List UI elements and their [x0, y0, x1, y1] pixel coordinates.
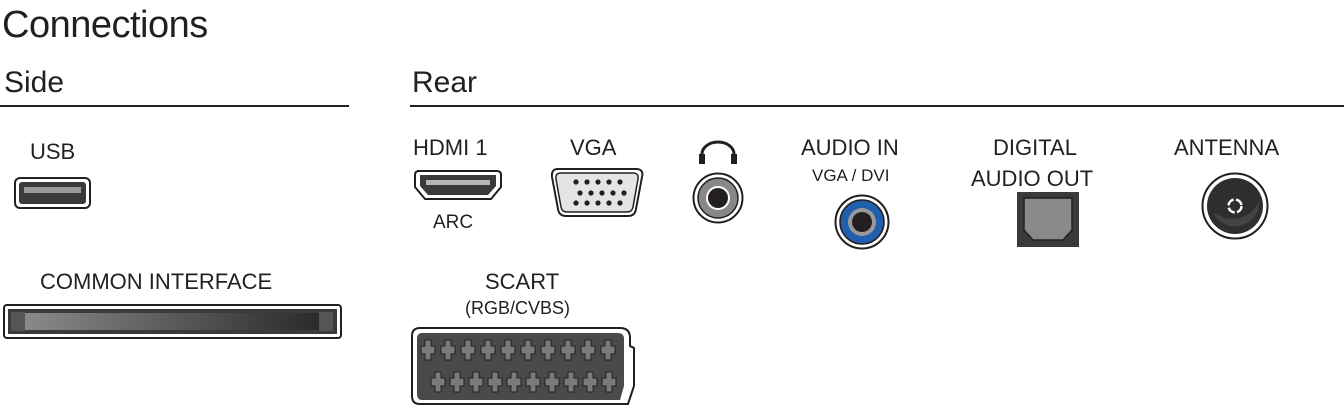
scart-pin — [430, 371, 446, 393]
scart-pin — [600, 339, 616, 361]
scart-pin — [460, 339, 476, 361]
audio-in-jack-icon — [834, 194, 890, 250]
common-interface-label: COMMON INTERFACE — [40, 269, 273, 294]
scart-pin — [480, 339, 496, 361]
scart-pin — [500, 339, 516, 361]
section-rear-heading: Rear — [412, 66, 478, 99]
rear-divider — [410, 105, 1344, 107]
common-interface-slot-icon — [3, 304, 342, 339]
scart-pin — [520, 339, 536, 361]
headphones-icon — [699, 140, 737, 164]
antenna-label: ANTENNA — [1174, 135, 1280, 160]
antenna-port-icon — [1201, 172, 1269, 240]
scart-pin — [560, 339, 576, 361]
scart-pin — [563, 371, 579, 393]
audio-in-label: AUDIO IN — [801, 135, 899, 160]
scart-pin — [449, 371, 465, 393]
scart-label: SCART — [485, 269, 560, 294]
hdmi-port-icon — [414, 170, 502, 200]
section-side-heading: Side — [4, 66, 65, 99]
scart-pin — [506, 371, 522, 393]
vga-port-icon — [550, 168, 644, 217]
scart-sublabel: (RGB/CVBS) — [465, 298, 571, 318]
page-title: Connections — [2, 4, 208, 46]
usb-label: USB — [30, 139, 76, 164]
scart-pin — [601, 371, 617, 393]
scart-port-icon — [411, 327, 635, 405]
headphone-jack-icon — [692, 172, 744, 224]
usb-port-icon — [14, 177, 91, 209]
scart-pin — [525, 371, 541, 393]
side-divider — [0, 105, 349, 107]
audio-in-sublabel: VGA / DVI — [812, 166, 890, 185]
digital-audio-out-label-line1: DIGITAL — [993, 135, 1077, 160]
scart-pin — [540, 339, 556, 361]
scart-pin — [544, 371, 560, 393]
scart-pin — [580, 339, 596, 361]
vga-label: VGA — [570, 135, 617, 160]
optical-port-icon — [1017, 192, 1079, 247]
scart-pin — [487, 371, 503, 393]
hdmi1-label: HDMI 1 — [413, 135, 488, 160]
scart-pin — [440, 339, 456, 361]
scart-pin — [420, 339, 436, 361]
digital-audio-out-label-line2: AUDIO OUT — [971, 166, 1094, 191]
scart-pin — [582, 371, 598, 393]
hdmi-arc-sublabel: ARC — [433, 212, 474, 233]
scart-pin — [468, 371, 484, 393]
